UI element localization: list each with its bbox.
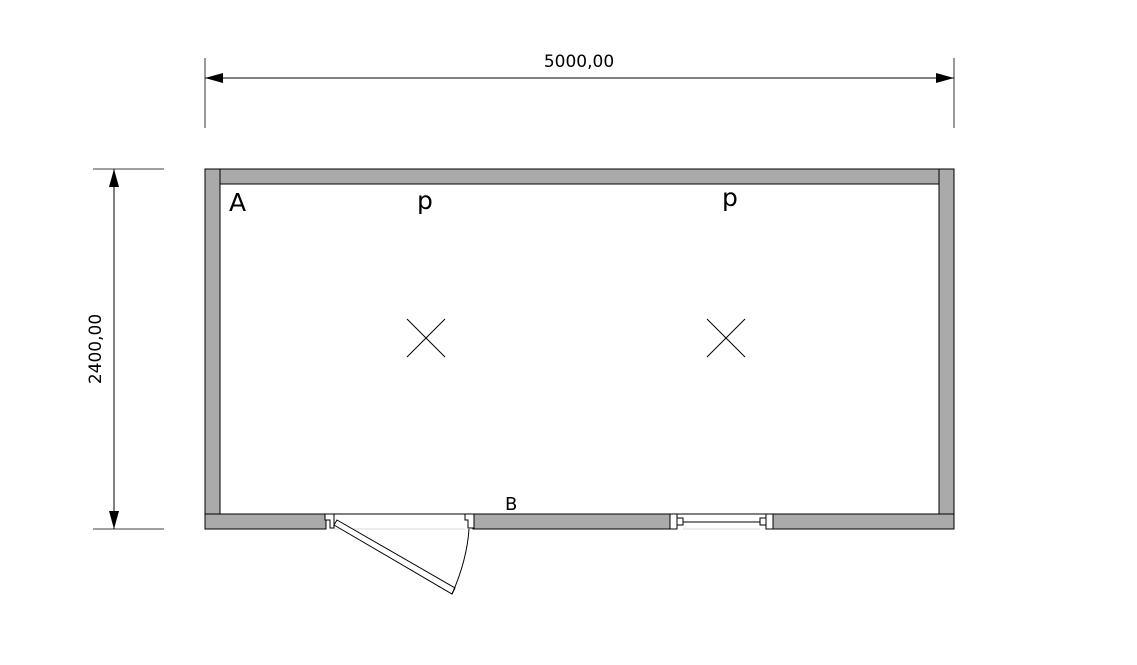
wall-bottom-middle xyxy=(472,513,672,530)
wall-bottom-right xyxy=(771,513,955,530)
door-frame-right xyxy=(464,513,475,529)
window xyxy=(669,513,774,530)
window-stop-right xyxy=(759,517,767,526)
wall-left xyxy=(204,168,221,530)
fixture-right xyxy=(706,318,746,358)
fixture-right-diagonal-2 xyxy=(706,318,746,358)
window-frame-left xyxy=(669,513,678,530)
wall-label-b: B xyxy=(505,494,517,515)
window-stop-left xyxy=(676,517,684,526)
window-frame-right xyxy=(765,513,774,530)
fixture-left-diagonal-2 xyxy=(406,318,446,358)
door-leaf xyxy=(333,519,456,595)
vertical-dimension: 2400,00 xyxy=(86,168,164,530)
corner-label-a: A xyxy=(229,188,246,217)
wall-right xyxy=(938,168,955,530)
width-dimension-label: 5000,00 xyxy=(544,52,614,72)
wall-inner-cover xyxy=(219,183,940,515)
horizontal-dimension: 5000,00 xyxy=(204,52,955,128)
height-dimension-label: 2400,00 xyxy=(86,314,106,384)
room-walls xyxy=(204,168,955,530)
wall-bottom-left xyxy=(204,513,327,530)
outlet-label-right: p xyxy=(722,183,738,212)
fixture-left xyxy=(406,318,446,358)
door xyxy=(324,513,475,595)
outlet-label-left: p xyxy=(417,186,433,215)
door-frame-left xyxy=(324,513,335,529)
wall-top xyxy=(204,168,955,185)
door-swing-arc xyxy=(451,528,470,595)
